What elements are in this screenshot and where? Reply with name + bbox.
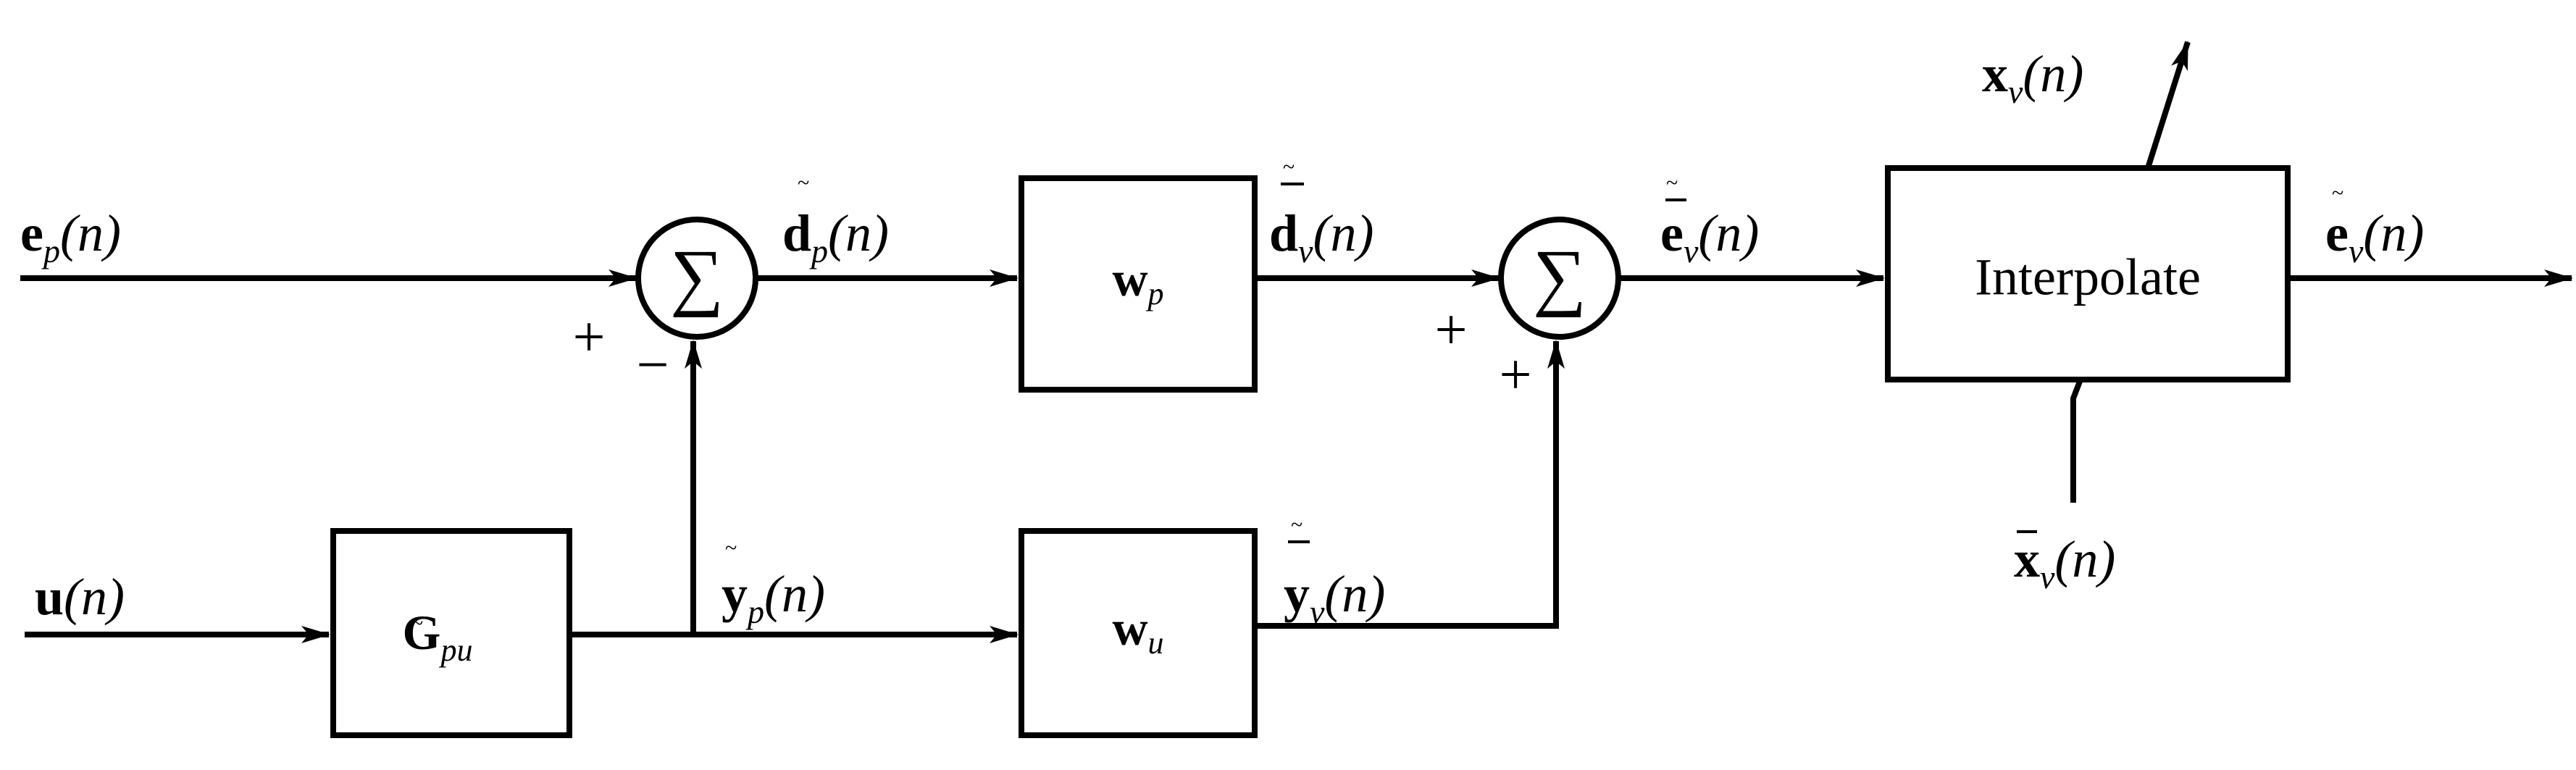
svg-text:~: ~ <box>725 536 737 560</box>
svg-text:~: ~ <box>2332 181 2343 205</box>
wire-xv-out <box>2145 41 2191 170</box>
sum1-symbol: ∑ <box>670 235 724 318</box>
block-interpolate <box>1885 165 2291 382</box>
wire-xv-bar-in <box>2070 378 2083 503</box>
sum2-sign-bottom: + <box>1499 343 1531 407</box>
svg-text:dv(n): dv(n) <box>1269 204 1373 269</box>
signal-ev-tilde-bar-label: ~ ev(n) <box>1660 171 1759 269</box>
block-wp-label: wp <box>1112 251 1163 311</box>
signal-ep-label: ep(n) <box>20 204 121 269</box>
block-wp <box>1019 175 1258 393</box>
svg-text:yv(n): yv(n) <box>1284 565 1385 630</box>
svg-text:Gpu: Gpu <box>403 605 473 668</box>
wire-wu-to-sum2 <box>1255 340 1565 629</box>
signal-u-label: u(n) <box>35 568 125 626</box>
signal-xv-bar-label: xv(n) <box>2014 530 2115 595</box>
sum1-sign-left: + <box>572 306 605 369</box>
signal-yv-label: ~ yv(n) <box>1284 513 1385 630</box>
block-wu <box>1019 528 1258 738</box>
block-gpu-label: ~ Gpu <box>403 605 473 668</box>
svg-text:~: ~ <box>1291 513 1302 537</box>
signal-ev-tilde-label: ~ ev(n) <box>2325 181 2424 269</box>
signal-dp-label: ~ dp(n) <box>782 171 889 269</box>
svg-text:~: ~ <box>411 611 423 635</box>
block-wu-label: wu <box>1112 600 1163 661</box>
sum1-sign-bottom: − <box>636 333 669 397</box>
svg-text:ev(n): ev(n) <box>1660 204 1759 269</box>
sum2-symbol: ∑ <box>1533 235 1586 318</box>
svg-text:yp(n): yp(n) <box>722 565 825 630</box>
svg-text:~: ~ <box>798 171 809 195</box>
signal-xv-label: xv(n) <box>1982 45 2083 110</box>
svg-text:~: ~ <box>1283 155 1295 179</box>
svg-text:dp(n): dp(n) <box>782 204 889 269</box>
svg-text:~: ~ <box>1666 171 1678 195</box>
block-interpolate-label: Interpolate <box>1975 248 2201 306</box>
signal-dv-label: ~ dv(n) <box>1269 155 1373 269</box>
sum2-sign-left: + <box>1434 298 1467 362</box>
svg-text:ev(n): ev(n) <box>2325 204 2424 269</box>
svg-text:xv(n): xv(n) <box>2014 530 2115 595</box>
signal-yp-label: ~ yp(n) <box>722 536 825 630</box>
